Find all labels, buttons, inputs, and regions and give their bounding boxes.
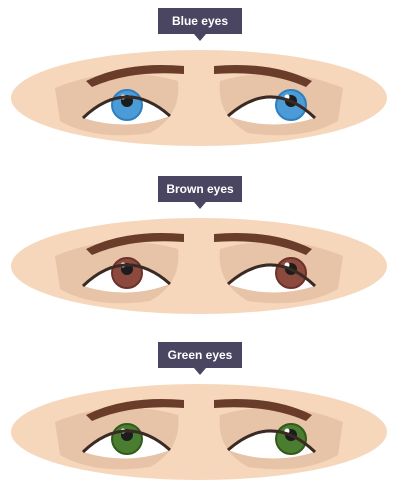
eye-color-label: Blue eyes	[158, 8, 242, 34]
eye-panel-blue: Blue eyes	[0, 8, 398, 158]
face-illustration	[0, 211, 398, 321]
eye-color-label: Brown eyes	[158, 176, 242, 202]
face-illustration	[0, 43, 398, 153]
eye-panel-green: Green eyes	[0, 342, 398, 492]
label-pointer	[194, 202, 206, 209]
label-pointer	[194, 368, 206, 375]
label-pointer	[194, 34, 206, 41]
face-illustration	[0, 377, 398, 487]
eye-color-label: Green eyes	[158, 342, 242, 368]
eye-panel-brown: Brown eyes	[0, 176, 398, 326]
